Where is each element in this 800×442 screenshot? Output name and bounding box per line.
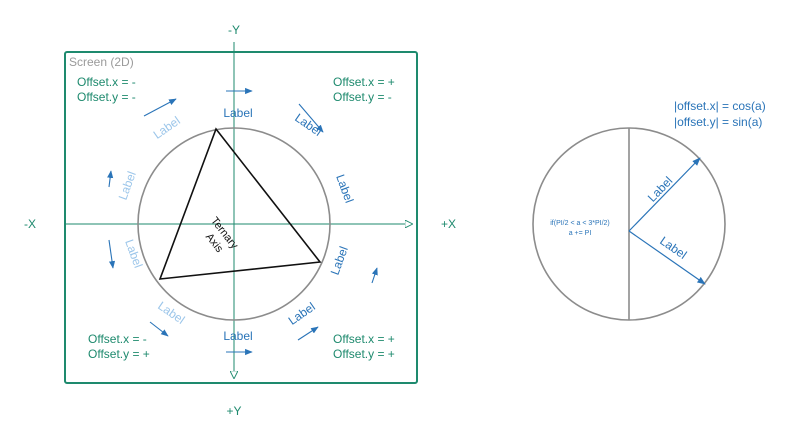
label-top-left: Label	[151, 114, 183, 142]
axis-label-neg-x: -X	[24, 217, 36, 231]
quadrant-top-left-offset-y: Offset.y = -	[77, 90, 136, 104]
label-right-upper: Label	[333, 172, 356, 204]
label-bottom-right: Label	[286, 300, 318, 328]
label-left-upper: Label	[116, 169, 139, 201]
label-top: Label	[223, 106, 252, 120]
screen-title: Screen (2D)	[69, 55, 134, 69]
angle-label-upper: Label	[645, 174, 675, 205]
arrow-left-upper	[107, 170, 114, 188]
condition-adjust: a += PI	[569, 230, 592, 237]
arrow-left-lower	[108, 239, 116, 269]
arrow-right-lower	[371, 267, 378, 284]
quadrant-top-left-offset-x: Offset.x = -	[77, 75, 136, 89]
axis-label-pos-x: +X	[441, 217, 456, 231]
quadrant-bottom-right-offset-y: Offset.y = +	[333, 347, 395, 361]
arrow-top-left	[143, 98, 177, 117]
arrow-bottom-right	[297, 326, 319, 341]
axis-label-pos-y: +Y	[226, 404, 241, 418]
quadrant-bottom-left-offset-x: Offset.x = -	[88, 332, 147, 346]
arrow-bottom-left	[149, 321, 169, 337]
quadrant-top-right-offset-y: Offset.y = -	[333, 90, 392, 104]
formula-sin: |offset.y| = sin(a)	[674, 115, 762, 129]
screen-frame	[64, 51, 418, 384]
axis-label-neg-y: -Y	[228, 23, 240, 37]
ternary-axis-caption: Ternary Axis	[197, 215, 242, 262]
ternary-triangle	[158, 127, 322, 280]
condition-line: if(PI/2 < a < 3*PI/2)	[550, 220, 610, 227]
label-bottom: Label	[223, 329, 252, 343]
label-circle	[137, 127, 331, 321]
angle-label-lower: Label	[657, 234, 689, 262]
label-left-lower: Label	[122, 237, 145, 269]
formula-cos: |offset.x| = cos(a)	[674, 99, 766, 113]
direction-arrows	[107, 87, 378, 356]
angle-vector-lower	[628, 230, 706, 285]
label-bottom-left: Label	[155, 299, 187, 327]
arrow-top-right	[298, 103, 324, 133]
quadrant-bottom-right-offset-x: Offset.x = +	[333, 332, 395, 346]
label-right-lower: Label	[328, 244, 351, 276]
angle-vector-upper	[628, 157, 701, 232]
quadrant-top-right-offset-x: Offset.x = +	[333, 75, 395, 89]
quadrant-bottom-left-offset-y: Offset.y = +	[88, 347, 150, 361]
